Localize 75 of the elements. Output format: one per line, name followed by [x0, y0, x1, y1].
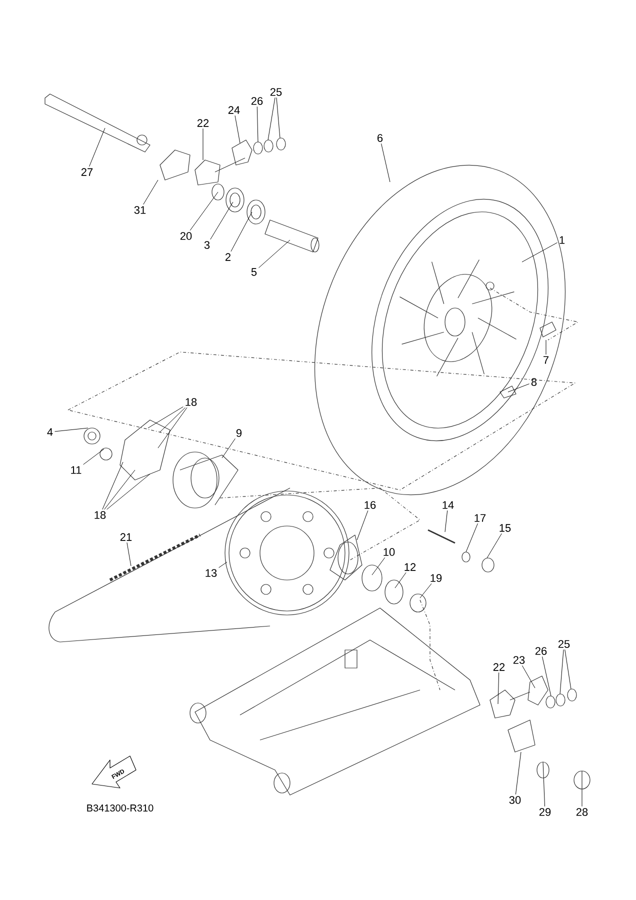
leader-line: [372, 557, 386, 576]
callout-number: 27: [81, 168, 93, 176]
callout-number: 4: [47, 428, 53, 436]
callout-number: 25: [558, 640, 570, 648]
leader-line: [158, 407, 188, 448]
callout-number: 1: [560, 236, 565, 244]
callout-number: 13: [206, 569, 217, 577]
callout-number: 10: [384, 548, 395, 556]
leader-line: [381, 143, 390, 182]
leader-line: [104, 470, 136, 510]
callout-number: 9: [236, 429, 242, 437]
callout-number: 31: [134, 206, 146, 214]
leader-line: [234, 115, 240, 144]
leader-line: [466, 523, 478, 552]
callout-number: 15: [500, 524, 511, 532]
callout-number: 28: [576, 808, 588, 816]
leader-line: [218, 562, 228, 568]
leader-line: [258, 240, 290, 268]
callout-number: 30: [509, 796, 521, 804]
leader-line: [54, 428, 88, 432]
leader-line: [420, 583, 432, 598]
leader-line: [160, 407, 186, 432]
leader-line: [564, 649, 572, 690]
leader-line: [486, 533, 502, 558]
callout-number: 14: [442, 501, 454, 509]
leader-line: [522, 665, 536, 688]
diagram-code: B341300-R310: [87, 804, 154, 812]
leader-line: [542, 762, 546, 807]
leader-line: [276, 97, 280, 138]
leader-line: [143, 180, 158, 205]
callout-number: 26: [535, 647, 547, 655]
callout-number: 18: [94, 511, 106, 519]
leader-line: [256, 106, 258, 142]
leader-line: [498, 672, 500, 704]
leader-line: [268, 97, 276, 140]
leader-line: [356, 510, 368, 540]
leader-line: [444, 510, 448, 532]
leader-line: [202, 128, 204, 160]
leader-line: [83, 448, 104, 465]
leader-line: [148, 406, 184, 428]
leader-line: [230, 212, 252, 252]
callout-number: 12: [404, 563, 416, 571]
callout-number: 22: [197, 119, 209, 127]
callout-number: 17: [474, 514, 486, 522]
callout-number: 21: [120, 533, 132, 541]
callout-number: 8: [531, 378, 537, 386]
leader-line: [515, 752, 522, 795]
callout-number: 18: [186, 398, 197, 406]
callout-number: 16: [364, 501, 376, 509]
callout-number: 24: [228, 106, 240, 114]
callout-number: 3: [204, 241, 210, 249]
callout-number: 20: [180, 232, 192, 240]
callout-number: 29: [539, 808, 551, 816]
leader-line: [89, 128, 106, 167]
leader-line: [542, 656, 552, 696]
callout-number: 6: [378, 134, 383, 142]
callout-number: 22: [493, 663, 505, 671]
callout-number: 19: [430, 574, 442, 582]
leader-line: [394, 572, 406, 588]
callout-number: 23: [513, 656, 525, 664]
callout-number: 5: [251, 268, 257, 276]
leader-line: [102, 462, 124, 510]
leader-line: [222, 438, 236, 458]
leader-line: [210, 202, 234, 240]
callout-number: 2: [226, 253, 230, 261]
leader-line: [106, 474, 150, 510]
leader-line: [190, 192, 218, 231]
callout-number: 25: [270, 88, 282, 96]
leader-line: [560, 649, 564, 694]
leader-line: [522, 242, 558, 262]
callout-number: 26: [251, 97, 263, 105]
leader-line: [508, 384, 530, 392]
callout-number: 7: [544, 356, 548, 364]
callout-number: 11: [71, 466, 82, 474]
leader-line: [126, 542, 132, 566]
